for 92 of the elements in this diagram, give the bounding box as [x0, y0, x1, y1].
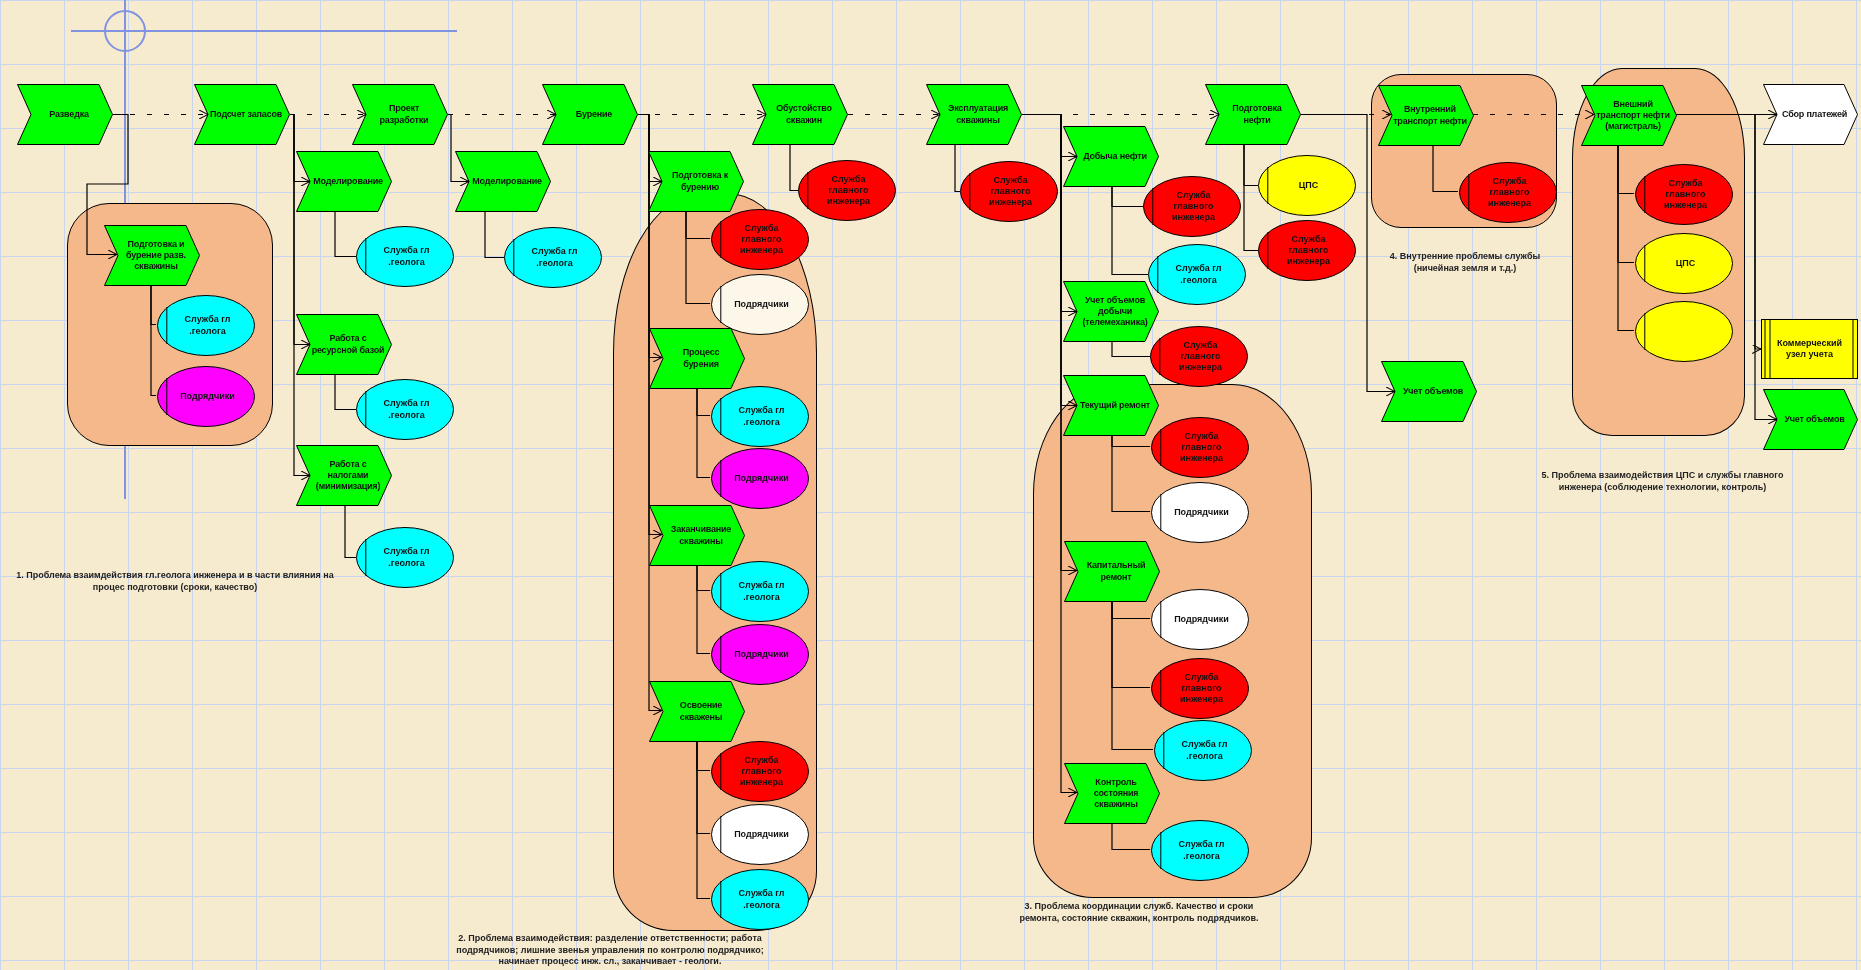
- role-ellipse: Подрядчики: [711, 274, 809, 335]
- group-region: [67, 203, 273, 446]
- connector-arrow: [447, 113, 470, 187]
- connector-line: [1111, 435, 1151, 513]
- role-ellipse: Служба гл .геолога: [356, 379, 454, 440]
- role-ellipse: Подрядчики: [711, 448, 809, 509]
- process-step: Подготовка к бурению: [648, 151, 744, 212]
- problem-note: 5. Проблема взаимодействия ЦПС и службы главного инженера (соблюдение технологии, контроль): [1540, 470, 1785, 494]
- process-step: Текущий ремонт: [1063, 375, 1159, 436]
- problem-note: 4. Внутренние проблемы службы (ничейная земля и т.д.): [1388, 251, 1542, 275]
- role-ellipse: Подрядчики: [1151, 589, 1249, 650]
- role-ellipse: Служба главного инженера: [1635, 164, 1733, 225]
- process-step: Контроль состояния скважины: [1064, 763, 1160, 824]
- striped-box: Коммерческий узел учета: [1761, 319, 1858, 379]
- connector-line: [334, 374, 357, 411]
- process-step: Эксплуатация скважины: [926, 84, 1022, 145]
- role-ellipse: Служба главного инженера: [798, 160, 896, 221]
- role-ellipse: Служба главного инженера: [1258, 220, 1356, 281]
- role-ellipse: ЦПС: [1635, 233, 1733, 294]
- role-ellipse: Подрядчики: [711, 624, 809, 685]
- role-ellipse: Служба главного инженера: [711, 741, 809, 802]
- role-ellipse: Служба гл .геолога: [1148, 244, 1246, 305]
- role-ellipse: Служба главного инженера: [1150, 326, 1248, 387]
- connector-line: [334, 211, 357, 258]
- problem-note: 1. Проблема взаимдействия гл.геолога инженера и в части влияния на процес подготовки (сроки, качество): [15, 570, 335, 594]
- process-step: Сбор платежей: [1763, 84, 1858, 145]
- process-step: Капитальный ремонт: [1064, 541, 1160, 602]
- role-ellipse: Служба главного инженера: [1151, 658, 1249, 719]
- process-step: Подготовка и бурение разв. скважины: [104, 225, 200, 286]
- connector-line: [1111, 822, 1151, 851]
- problem-note: 2. Проблема взаимодействия: разделение ответственности; работа подрядчиков; лишние звенья управления по контролю подрядчико; начинает процесс инж. сл., заканчивает - геологи.: [455, 933, 765, 969]
- process-step: Проект разработки: [352, 84, 448, 145]
- process-step: Освоение скважены: [649, 681, 745, 742]
- process-step: Работа с ресурсной базой: [296, 314, 392, 375]
- process-step: Добыча нефти: [1063, 126, 1159, 187]
- role-ellipse: Служба гл .геолога: [157, 295, 255, 356]
- process-step: Обустойство скважин: [752, 84, 848, 145]
- process-step: Учет объемов: [1381, 361, 1477, 422]
- connector-line: [696, 387, 711, 479]
- connector-line: [1617, 144, 1635, 332]
- role-ellipse: [1635, 301, 1733, 362]
- group-region: [613, 193, 817, 931]
- connector-line: [484, 211, 505, 259]
- connector-line: [789, 144, 799, 192]
- role-ellipse: Служба главного инженера: [1459, 162, 1557, 223]
- group-region: [1572, 68, 1745, 436]
- role-ellipse: Служба гл .геолога: [711, 869, 809, 930]
- role-ellipse: Служба гл .геолога: [711, 561, 809, 622]
- process-step: Заканчивание скважины: [649, 505, 745, 566]
- role-ellipse: Служба гл .геолога: [356, 226, 454, 287]
- dashed-arrow: [1472, 109, 1595, 120]
- connector-line: [150, 284, 157, 397]
- role-ellipse: Служба главного инженера: [1143, 176, 1241, 237]
- role-ellipse: Служба гл .геолога: [1151, 820, 1249, 881]
- process-step: Внешний транспорт нефти (магистраль): [1581, 85, 1677, 146]
- connector-line: [696, 564, 711, 655]
- role-ellipse: Служба гл .геолога: [504, 227, 602, 288]
- process-step: Учет объемов добычи (телемеханика): [1063, 281, 1159, 342]
- connector-line: [696, 740, 711, 900]
- connector-line: [1111, 186, 1149, 276]
- connector-arrow: [86, 113, 129, 260]
- process-step: Моделирование: [296, 151, 392, 212]
- process-step: Работа с налогами (минимизация): [296, 445, 392, 506]
- role-ellipse: ЦПС: [1258, 155, 1356, 216]
- connector-line: [1111, 600, 1154, 751]
- connector-line: [1243, 144, 1259, 252]
- process-step: Подготовка нефти: [1205, 84, 1301, 145]
- group-region: [1371, 74, 1557, 228]
- process-step: Внутренний транспорт нефти: [1378, 85, 1474, 146]
- process-step: Разведка: [17, 84, 113, 145]
- role-ellipse: Подрядчики: [157, 366, 255, 427]
- process-step: Подсчет запасов: [194, 84, 290, 145]
- problem-note: 3. Проблема координации служб. Качество и сроки ремонта, состояние скважин, контроль подрядчиков.: [1018, 901, 1260, 925]
- process-step: Процесс бурения: [649, 328, 745, 389]
- process-step: Бурение: [542, 84, 638, 145]
- role-ellipse: Служба главного инженера: [711, 209, 809, 270]
- role-ellipse: Служба гл .геолога: [1154, 720, 1252, 781]
- connector-line: [954, 144, 961, 193]
- dashed-arrow: [847, 109, 941, 120]
- connector-line: [1432, 144, 1459, 193]
- connector-line: [685, 211, 711, 305]
- connector-line: [344, 505, 357, 559]
- group-region: [1033, 384, 1312, 898]
- role-ellipse: Служба главного инженера: [960, 161, 1058, 222]
- role-ellipse: Служба гл .геолога: [711, 386, 809, 447]
- process-step: Учет объемов: [1763, 389, 1858, 450]
- connector-line: [1111, 341, 1151, 358]
- role-ellipse: Служба гл .геолога: [356, 527, 454, 588]
- role-ellipse: Подрядчики: [1151, 482, 1249, 543]
- role-ellipse: Служба главного инженера: [1151, 417, 1249, 478]
- process-step: Моделирование: [455, 151, 551, 212]
- role-ellipse: Подрядчики: [711, 804, 809, 865]
